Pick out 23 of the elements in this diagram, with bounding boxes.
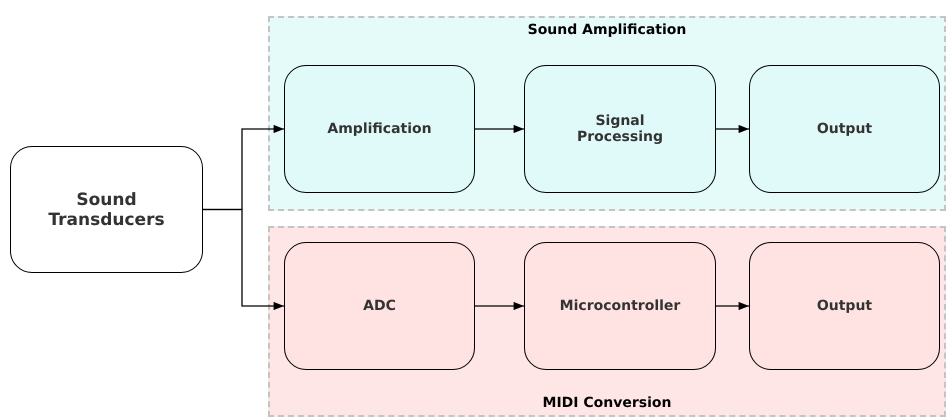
box-label: Output bbox=[816, 121, 874, 137]
arrow bbox=[716, 124, 749, 134]
box-label: Sound Transducers bbox=[47, 190, 166, 230]
box-label: Amplification bbox=[326, 121, 433, 137]
process-box bbox=[284, 65, 475, 193]
process-box bbox=[524, 242, 716, 370]
box-label: ADC bbox=[362, 298, 397, 314]
process-box bbox=[749, 65, 940, 193]
process-box bbox=[10, 146, 203, 273]
group-title: MIDI Conversion bbox=[542, 395, 672, 411]
arrow bbox=[475, 124, 524, 134]
process-box bbox=[749, 242, 940, 370]
box-label: Microcontroller bbox=[558, 298, 682, 314]
group-panel bbox=[268, 16, 946, 211]
process-box bbox=[284, 242, 475, 370]
group-title: Sound Amplification bbox=[526, 22, 688, 38]
box-label: Output bbox=[816, 298, 874, 314]
box-label: Signal Processing bbox=[576, 113, 664, 145]
arrow bbox=[475, 302, 524, 310]
arrow bbox=[716, 302, 749, 310]
group-panel bbox=[268, 226, 946, 417]
process-box bbox=[524, 65, 716, 193]
arrow bbox=[203, 208, 284, 310]
